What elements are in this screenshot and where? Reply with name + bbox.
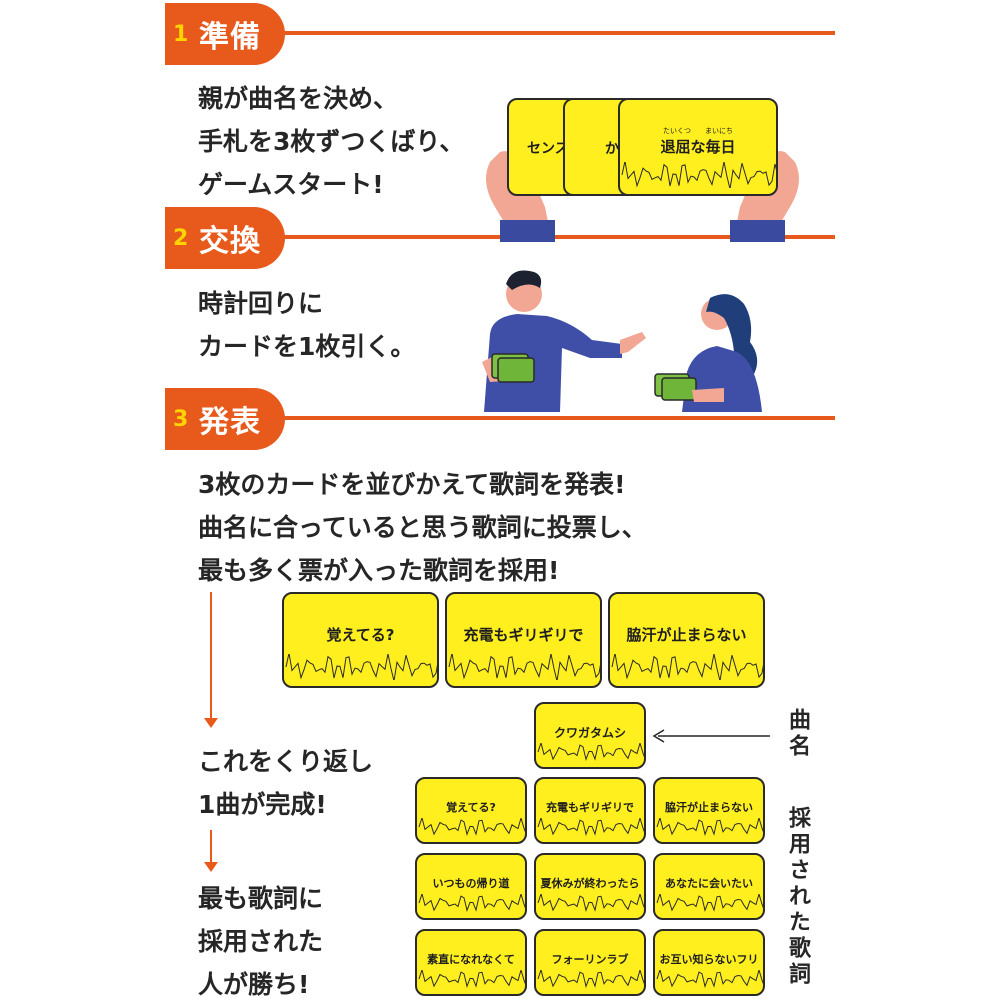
- sound-wave-icon: [537, 894, 644, 912]
- step-1-card-3-text: 退屈な毎日: [660, 138, 736, 156]
- step-3-title: 発表: [199, 405, 261, 440]
- step-2-title: 交換: [199, 224, 261, 259]
- top-lyric-card-2: 充電もギリギリで: [445, 592, 602, 688]
- step-3-line: [283, 416, 835, 420]
- step-1-card-1-text: センス: [527, 141, 569, 157]
- sound-wave-icon: [611, 654, 763, 680]
- sound-wave-icon: [537, 970, 644, 988]
- lyric-card-text: 脇汗が止まらない: [665, 801, 753, 814]
- lyric-card-text: 素直になれなくて: [427, 953, 515, 966]
- step-2-line-2: カードを1枚引く。: [198, 332, 416, 361]
- winner-line-3: 人が勝ち!: [198, 970, 310, 999]
- top-lyric-card-3: 脇汗が止まらない: [608, 592, 765, 688]
- sound-wave-icon: [656, 894, 763, 912]
- top-lyric-card-3-text: 脇汗が止まらない: [626, 626, 747, 644]
- step-1-badge: 1 準備: [165, 3, 285, 65]
- step-2-text: 時計回りに カードを1枚引く。: [198, 282, 415, 368]
- sound-wave-icon: [656, 818, 763, 836]
- repeat-line-2: 1曲が完成!: [198, 790, 327, 819]
- people-icon: [482, 270, 762, 412]
- sound-wave-icon: [621, 162, 776, 188]
- lyric-card-r1c3: 脇汗が止まらない: [653, 777, 765, 844]
- step-2-header: 2 交換: [165, 207, 835, 269]
- arrow-left-icon: [652, 729, 770, 743]
- lyric-card-r2c1: いつもの帰り道: [415, 853, 527, 920]
- sound-wave-icon: [537, 743, 644, 761]
- adopted-lyrics-label: 採用された歌詞: [785, 806, 810, 988]
- step-3-line-2: 曲名に合っていると思う歌詞に投票し、: [198, 513, 647, 542]
- step-1-line-1: 親が曲名を決め、: [198, 84, 399, 113]
- lyric-card-text: お互い知らないフリ: [659, 953, 759, 966]
- lyric-card-r1c1: 覚えてる?: [415, 777, 527, 844]
- lyric-card-text: 覚えてる?: [446, 801, 496, 814]
- step-3-badge: 3 発表: [165, 388, 285, 450]
- step-1-header: 1 準備: [165, 3, 835, 65]
- winner-line-2: 採用された: [198, 927, 324, 956]
- sound-wave-icon: [656, 970, 763, 988]
- sound-wave-icon: [418, 818, 525, 836]
- step-2-line-1: 時計回りに: [198, 289, 324, 318]
- song-title-label: 曲名: [785, 708, 810, 760]
- card-exchange-illustration: [462, 262, 782, 412]
- song-title-card-text: クワガタムシ: [553, 726, 626, 740]
- step-3-header: 3 発表: [165, 388, 835, 450]
- sound-wave-icon: [418, 970, 525, 988]
- step-1-line: [283, 31, 835, 35]
- lyric-card-r3c2: フォーリンラブ: [534, 929, 646, 996]
- top-lyric-card-2-text: 充電もギリギリで: [463, 626, 584, 644]
- lyric-card-text: 充電もギリギリで: [546, 801, 634, 814]
- top-lyric-card-1-text: 覚えてる?: [326, 626, 395, 644]
- winner-line-1: 最も歌詞に: [198, 884, 324, 913]
- step-1-line-3: ゲームスタート!: [198, 170, 384, 199]
- step-1-text: 親が曲名を決め、 手札を3枚ずつくばり、 ゲームスタート!: [198, 77, 464, 206]
- step-2-number: 2: [173, 225, 189, 251]
- flow-arrow-2: [210, 830, 212, 864]
- step-1-number: 1: [173, 21, 189, 47]
- lyric-card-r3c3: お互い知らないフリ: [653, 929, 765, 996]
- step-3-number: 3: [173, 406, 189, 432]
- step-1-title: 準備: [199, 20, 261, 55]
- step-3-text: 3枚のカードを並びかえて歌詞を発表! 曲名に合っていると思う歌詞に投票し、 最も…: [198, 463, 647, 592]
- song-title-card: クワガタムシ: [534, 702, 646, 769]
- flow-arrow-1: [210, 592, 212, 720]
- top-lyric-card-1: 覚えてる?: [282, 592, 439, 688]
- sound-wave-icon: [418, 894, 525, 912]
- step-3-line-3: 最も多く票が入った歌詞を採用!: [198, 556, 560, 585]
- winner-text: 最も歌詞に 採用された 人が勝ち!: [198, 877, 323, 1000]
- sound-wave-icon: [537, 818, 644, 836]
- flow-arrow-1-head: [204, 718, 218, 728]
- lyric-card-r2c3: あなたに会いたい: [653, 853, 765, 920]
- repeat-line-1: これをくり返し: [198, 747, 374, 776]
- step-1-card-3-ruby: たいくつ まいにち: [663, 127, 733, 135]
- repeat-text: これをくり返し 1曲が完成!: [198, 740, 373, 826]
- step-3-line-1: 3枚のカードを並びかえて歌詞を発表!: [198, 470, 626, 499]
- lyric-card-text: 夏休みが終わったら: [540, 877, 640, 890]
- hands-holding-cards-illustration: センス か たいくつ まいにち 退屈な毎日: [470, 92, 815, 242]
- step-1-card-3: たいくつ まいにち 退屈な毎日: [618, 98, 778, 196]
- lyric-card-r3c1: 素直になれなくて: [415, 929, 527, 996]
- step-1-line-2: 手札を3枚ずつくばり、: [198, 127, 465, 156]
- lyric-card-text: あなたに会いたい: [665, 877, 753, 890]
- lyric-card-r2c2: 夏休みが終わったら: [534, 853, 646, 920]
- lyric-card-text: フォーリンラブ: [551, 953, 629, 966]
- lyric-card-r1c2: 充電もギリギリで: [534, 777, 646, 844]
- step-1-card-2-text: か: [605, 141, 619, 157]
- sound-wave-icon: [285, 654, 437, 680]
- flow-arrow-2-head: [204, 862, 218, 872]
- sound-wave-icon: [448, 654, 600, 680]
- lyric-card-text: いつもの帰り道: [432, 877, 510, 890]
- step-2-badge: 2 交換: [165, 207, 285, 269]
- step-2-line: [283, 235, 835, 239]
